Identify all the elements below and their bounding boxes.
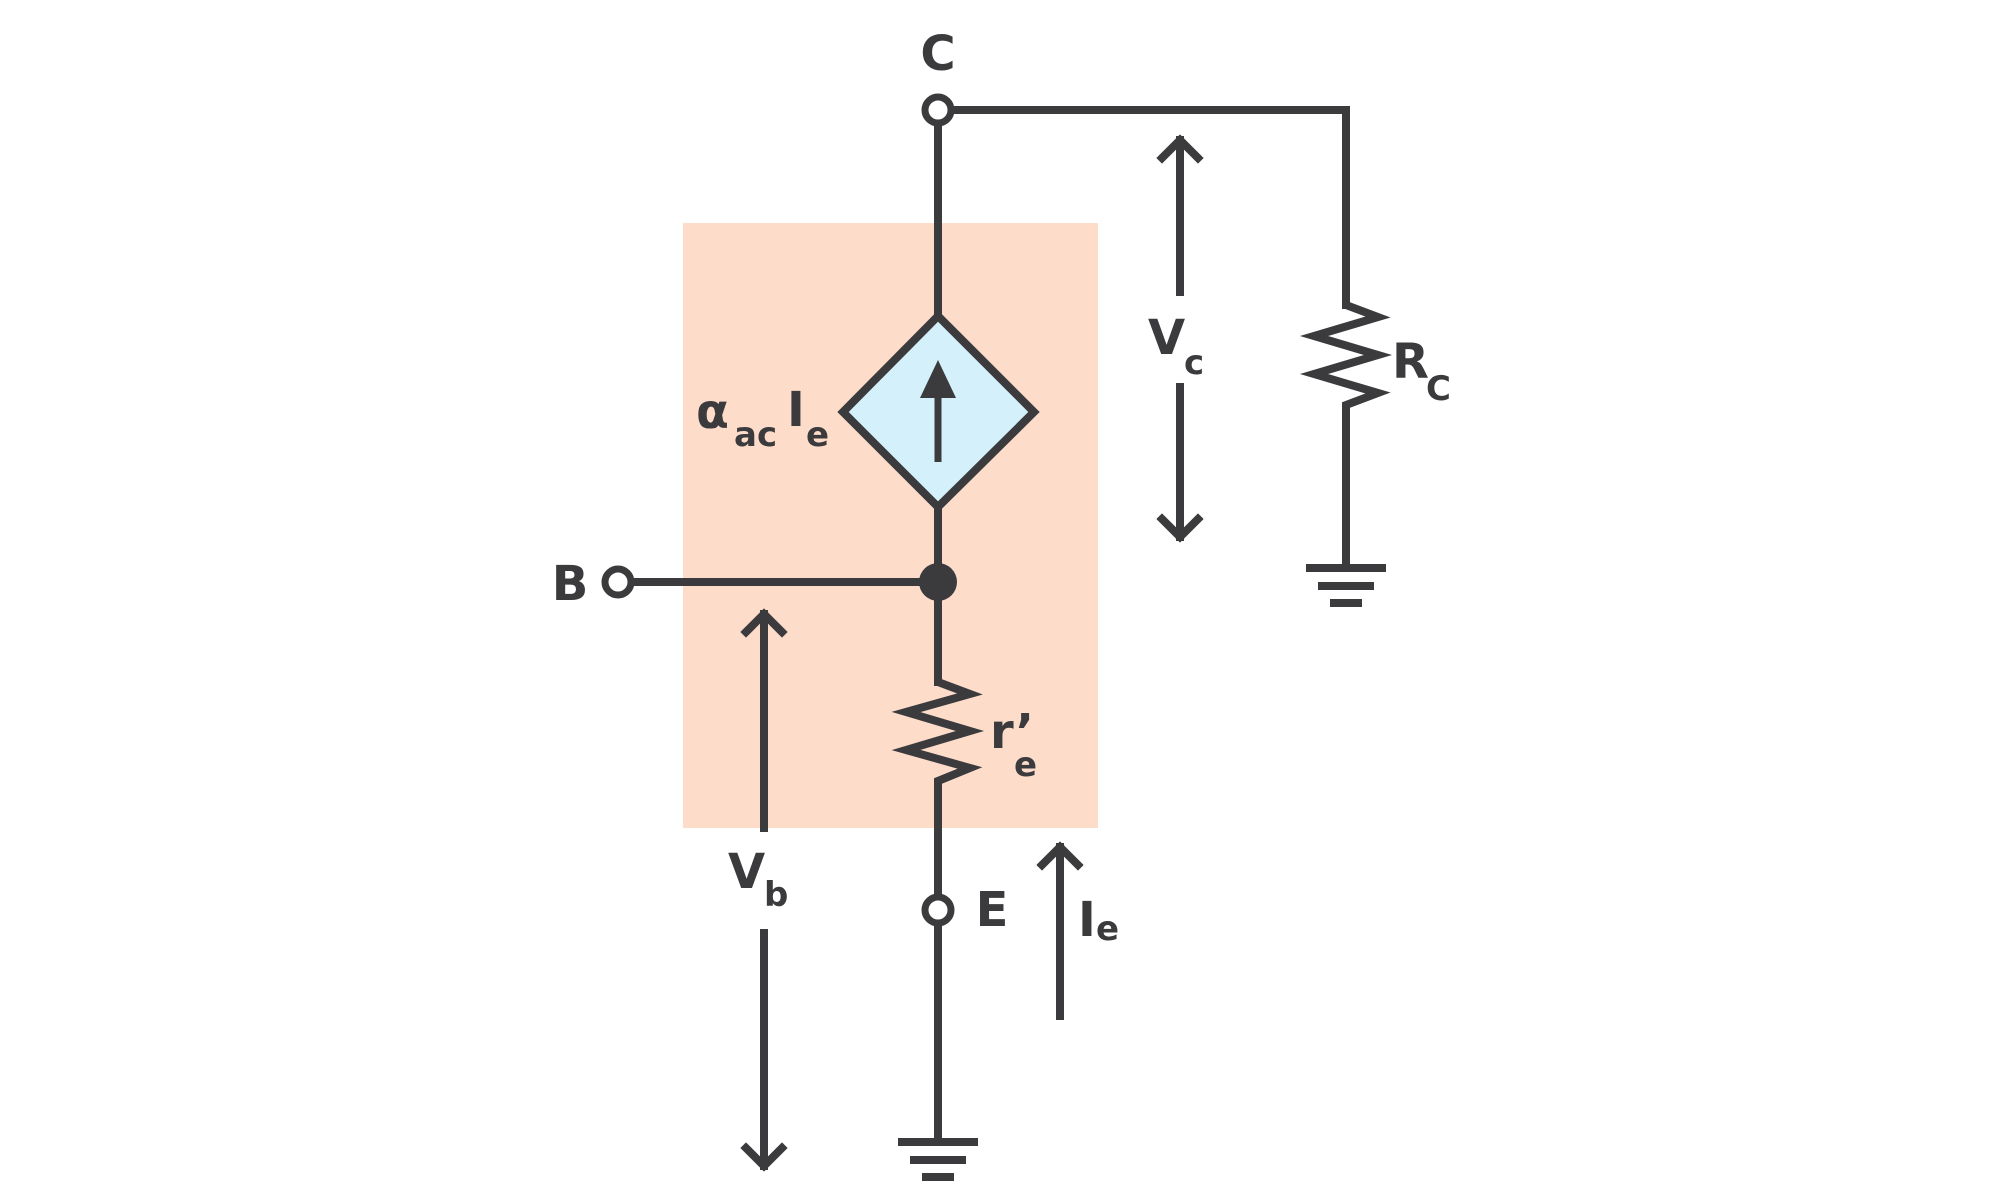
collector-label: C (920, 26, 955, 82)
rc-top-wire (944, 106, 1350, 309)
ie-subscript: e (1096, 909, 1119, 949)
vc-subscript: c (1184, 343, 1204, 383)
source-ac-subscript: ac (734, 415, 777, 455)
resistor-re-icon (891, 678, 985, 793)
vc-main: V (1148, 310, 1185, 366)
source-e-subscript: e (806, 415, 829, 455)
transistor-model-region (683, 223, 1098, 828)
ground-icon (898, 1138, 978, 1181)
re-main: r’ (990, 704, 1034, 760)
collector-terminal (921, 93, 955, 127)
emitter-label: E (976, 882, 1009, 938)
emitter-terminal (921, 893, 955, 927)
vc-label: V c (1148, 310, 1204, 383)
re-label: r’ e (990, 704, 1037, 785)
vb-main: V (728, 844, 765, 900)
source-label: α ac I e (696, 382, 829, 455)
rc-label: R C (1392, 334, 1451, 409)
base-label: B (552, 556, 589, 612)
re-subscript: e (1014, 745, 1037, 785)
base-junction-node (919, 563, 957, 601)
ground-icon (1306, 564, 1386, 607)
voltage-arrow-icon (1156, 134, 1204, 543)
source-I: I (787, 382, 805, 438)
rc-main: R (1392, 334, 1429, 390)
ie-main: I (1078, 892, 1096, 948)
ie-label: I e (1078, 892, 1119, 949)
dependent-current-source-icon (837, 310, 1040, 513)
vb-subscript: b (764, 875, 788, 915)
vb-label: V b (728, 844, 788, 915)
source-alpha: α (696, 384, 729, 440)
current-arrow-icon (1036, 841, 1084, 1020)
base-terminal (601, 565, 635, 599)
voltage-arrow-icon (740, 608, 788, 1172)
rc-subscript: C (1426, 369, 1451, 409)
resistor-rc-icon (1299, 301, 1393, 415)
